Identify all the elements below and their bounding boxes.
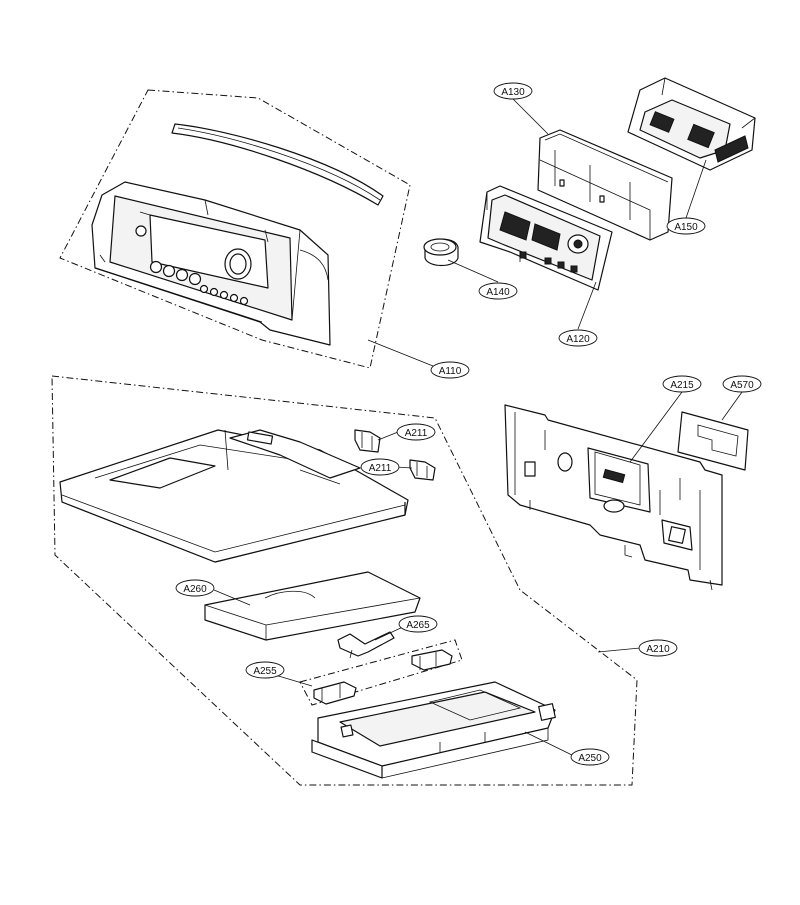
svg-text:A120: A120 [566, 334, 590, 345]
callout-a215: A215 [662, 375, 702, 393]
part-a265-damper [337, 631, 395, 659]
part-a250-frame [311, 681, 556, 779]
callout-a120: A120 [558, 329, 598, 347]
callout-a110: A110 [430, 361, 470, 379]
callout-a211-bottom: A211 [360, 458, 400, 476]
pcb-knob-encoder [567, 234, 589, 254]
part-a260-lid-panel [204, 571, 421, 641]
svg-text:A570: A570 [730, 380, 754, 391]
svg-text:A210: A210 [646, 644, 670, 655]
part-a255-hinge-right [411, 649, 453, 671]
svg-text:A255: A255 [253, 666, 277, 677]
callout-a265: A265 [398, 615, 438, 633]
part-a570-gasket [677, 411, 749, 471]
control-panel-trim-strip [171, 123, 384, 206]
svg-text:A110: A110 [439, 366, 462, 377]
leader-lines [213, 98, 743, 757]
callout-a140: A140 [478, 282, 518, 300]
group-a210-boundary [51, 375, 638, 786]
svg-text:A211: A211 [369, 463, 392, 474]
callout-a250: A250 [570, 748, 610, 766]
callout-a210: A210 [638, 639, 678, 657]
callout-a150: A150 [666, 217, 706, 235]
part-a211-hinge-bottom [409, 459, 436, 481]
svg-text:A260: A260 [183, 584, 207, 595]
svg-text:A150: A150 [674, 222, 698, 233]
callout-a260: A260 [175, 579, 215, 597]
top-plate [59, 429, 409, 563]
callout-a255: A255 [245, 661, 285, 679]
part-a255-hinge-left [313, 681, 357, 705]
callout-a130: A130 [493, 82, 533, 100]
control-panel-housing [91, 181, 331, 346]
callout-a211-top: A211 [396, 423, 436, 441]
part-a211-hinge-top [354, 429, 381, 453]
svg-text:A250: A250 [578, 753, 602, 764]
svg-text:A211: A211 [405, 428, 428, 439]
part-a140-knob [423, 238, 459, 267]
group-a110-boundary [59, 89, 411, 369]
part-a130-pcb-cover [537, 129, 673, 241]
callout-a570: A570 [722, 375, 762, 393]
svg-text:A215: A215 [670, 380, 694, 391]
part-a120-main-pcb [479, 185, 613, 291]
group-a255-boundary [299, 639, 463, 706]
part-a150-rear-cover [627, 77, 756, 171]
svg-text:A140: A140 [486, 287, 510, 298]
part-a215-rear-panel [504, 404, 723, 591]
svg-text:A265: A265 [406, 620, 430, 631]
svg-text:A130: A130 [501, 87, 525, 98]
